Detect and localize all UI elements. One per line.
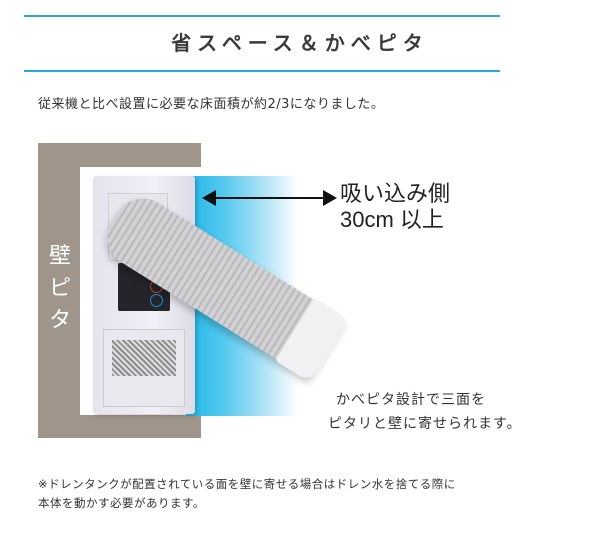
- air-filter: [103, 329, 185, 407]
- wall-label: 壁 ピ タ: [45, 241, 75, 337]
- suction-clearance-label: 吸い込み側 30cm 以上: [340, 181, 450, 233]
- caption: かべピタ設計で三面を ピタリと壁に寄せられます。: [328, 388, 522, 436]
- suction-label-line2: 30cm 以上: [340, 207, 444, 232]
- footnote: ※ドレンタンクが配置されている面を壁に寄せる場合はドレン水を捨てる際に 本体を動…: [38, 475, 578, 513]
- filter-mesh: [112, 340, 176, 376]
- wall-label-char: タ: [48, 308, 71, 333]
- title-top-rule: [24, 15, 500, 17]
- suction-label-line1: 吸い込み側: [340, 181, 451, 206]
- caption-line2: ピタリと壁に寄せられます。: [328, 416, 522, 432]
- panel-button-icon: [150, 294, 163, 307]
- caption-line1: かべピタ設計で三面を: [336, 392, 486, 408]
- wall-label-char: ピ: [48, 276, 71, 301]
- page-title: 省スペース＆かべピタ: [171, 31, 429, 55]
- product-illustration: 壁 ピ タ 吸い込み側 30cm 以上 かべピタ設計で三面を ピタリと壁に寄せら…: [38, 143, 578, 443]
- footnote-line1: ※ドレンタンクが配置されている面を壁に寄せる場合はドレン水を捨てる際に: [38, 477, 456, 491]
- intro-text: 従来機と比べ設置に必要な床面積が約2/3になりました。: [38, 97, 385, 112]
- wall-label-char: 壁: [48, 244, 71, 269]
- distance-arrow-line: [210, 197, 326, 199]
- arrow-left-icon: [202, 190, 216, 206]
- title-bottom-rule: [24, 70, 500, 72]
- footnote-line2: 本体を動かす必要があります。: [38, 496, 205, 510]
- arrow-right-icon: [323, 190, 337, 206]
